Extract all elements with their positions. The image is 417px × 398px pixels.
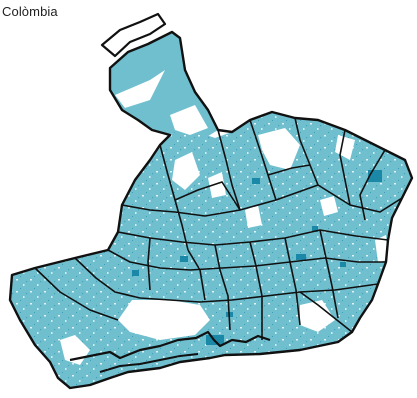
port-breakwater bbox=[99, 353, 199, 373]
district-boundaries bbox=[34, 117, 403, 340]
city-boundary bbox=[8, 30, 414, 390]
place-label: Colòmbia bbox=[2, 4, 58, 19]
enclave-outline bbox=[100, 12, 167, 58]
port-coastline bbox=[69, 330, 271, 362]
white-patches bbox=[60, 70, 388, 365]
